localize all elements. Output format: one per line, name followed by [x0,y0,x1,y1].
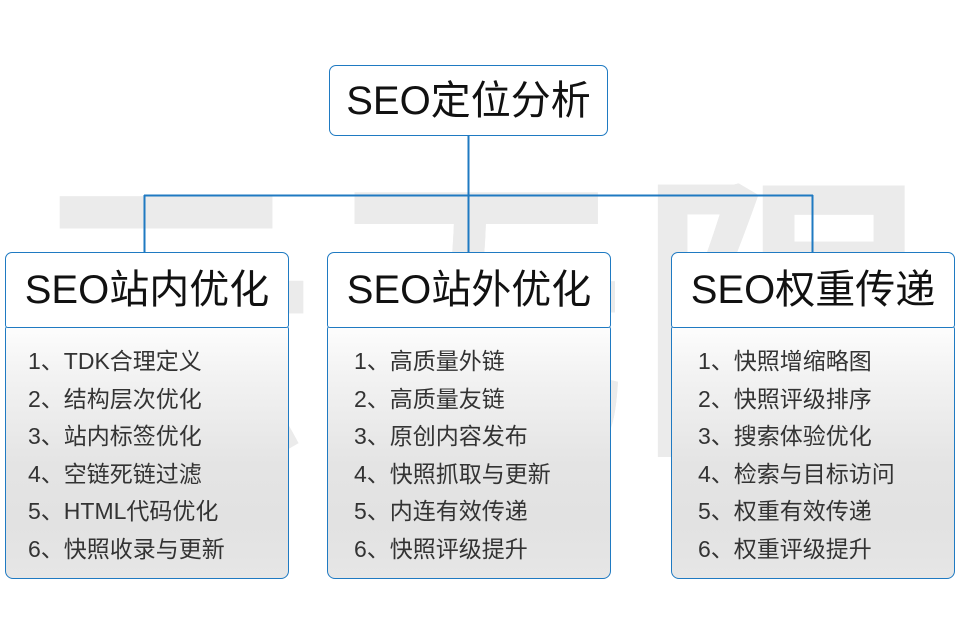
list-item: 5、HTML代码优化 [28,498,219,524]
list-item: 3、站内标签优化 [28,423,202,449]
column-list-3: 1、快照增缩略图 2、快照评级排序 3、搜索体验优化 4、检索与目标访问 5、权… [672,343,954,568]
column-header-2[interactable]: SEO站外优化 [327,252,611,328]
column-title-1: SEO站内优化 [24,268,270,312]
column-title-2: SEO站外优化 [346,268,592,312]
list-item: 3、搜索体验优化 [698,423,872,449]
column-body-1: 1、TDK合理定义 2、结构层次优化 3、站内标签优化 4、空链死链过滤 5、H… [5,326,289,579]
list-item: 6、快照评级提升 [354,535,528,562]
list-item: 5、权重有效传递 [698,498,872,524]
list-item: 1、高质量外链 [354,348,505,374]
column-list-2: 1、高质量外链 2、高质量友链 3、原创内容发布 4、快照抓取与更新 5、内连有… [328,343,610,568]
column-header-1[interactable]: SEO站内优化 [5,252,289,328]
list-item: 4、空链死链过滤 [28,460,202,487]
branch-column-seo-onsite[interactable]: SEO站内优化 1、TDK合理定义 2、结构层次优化 3、站内标签优化 4、空链… [5,252,289,579]
column-title-3: SEO权重传递 [690,268,936,312]
list-item: 2、快照评级排序 [698,385,872,412]
branch-column-seo-weight[interactable]: SEO权重传递 1、快照增缩略图 2、快照评级排序 3、搜索体验优化 4、检索与… [671,252,955,579]
root-node[interactable]: SEO定位分析 [329,65,608,136]
list-item: 3、原创内容发布 [354,423,528,449]
branch-column-seo-offsite[interactable]: SEO站外优化 1、高质量外链 2、高质量友链 3、原创内容发布 4、快照抓取与… [327,252,611,579]
list-item: 6、权重评级提升 [698,535,872,562]
list-item: 1、快照增缩略图 [698,348,872,374]
column-list-1: 1、TDK合理定义 2、结构层次优化 3、站内标签优化 4、空链死链过滤 5、H… [6,343,288,568]
list-item: 5、内连有效传递 [354,498,528,524]
list-item: 2、高质量友链 [354,385,505,412]
list-item: 4、快照抓取与更新 [354,460,551,487]
list-item: 6、快照收录与更新 [28,535,225,562]
list-item: 2、结构层次优化 [28,385,202,412]
root-node-title: SEO定位分析 [346,78,591,123]
list-item: 1、TDK合理定义 [28,348,202,374]
column-body-3: 1、快照增缩略图 2、快照评级排序 3、搜索体验优化 4、检索与目标访问 5、权… [671,326,955,579]
list-item: 4、检索与目标访问 [698,460,895,487]
column-body-2: 1、高质量外链 2、高质量友链 3、原创内容发布 4、快照抓取与更新 5、内连有… [327,326,611,579]
column-header-3[interactable]: SEO权重传递 [671,252,955,328]
